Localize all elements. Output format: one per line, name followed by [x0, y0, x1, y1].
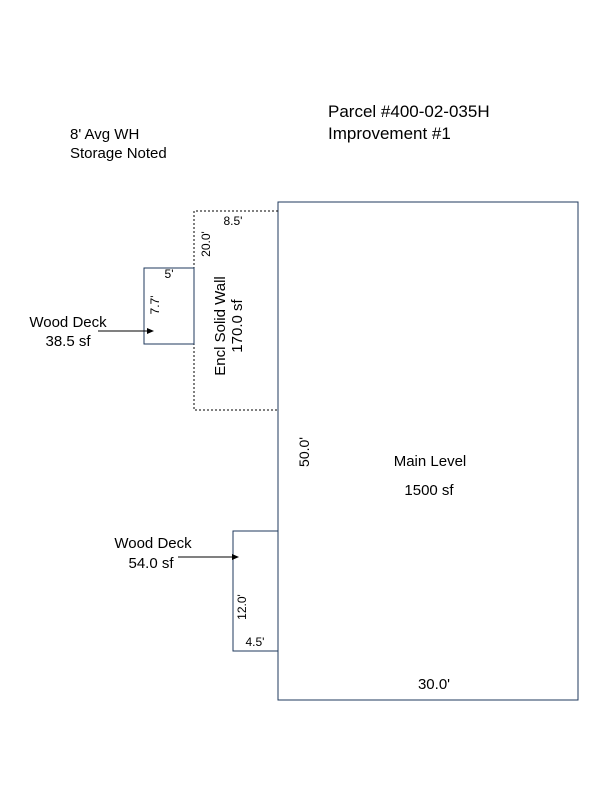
main-level-outline — [277, 201, 579, 701]
note-storage: Storage Noted — [70, 145, 167, 162]
main-level-area: 1500 sf — [404, 482, 454, 499]
upper-deck-outline — [143, 267, 195, 345]
lower-deck-pointer-arrowhead — [232, 554, 239, 560]
main-level-height-dimension: 50.0' — [296, 437, 312, 467]
enclosed-wall-width-dimension: 8.5' — [224, 214, 243, 228]
upper-deck-name: Wood Deck — [29, 314, 107, 331]
lower-deck-width-dimension: 4.5' — [246, 635, 265, 649]
parcel-number: Parcel #400-02-035H — [328, 102, 490, 121]
enclosed-wall-name: Encl Solid Wall — [212, 276, 229, 375]
note-wall-height: 8' Avg WH — [70, 126, 139, 143]
enclosed-wall-height-dimension: 20.0' — [199, 231, 213, 257]
enclosed-wall-area: 170.0 sf — [229, 298, 246, 352]
upper-deck-area: 38.5 sf — [45, 333, 91, 350]
main-level-name: Main Level — [394, 453, 467, 470]
upper-deck-pointer-arrowhead — [147, 328, 154, 334]
upper-deck-width-dimension: 5' — [165, 267, 174, 281]
upper-deck-height-dimension: 7.7' — [148, 296, 162, 315]
enclosed-wall-outline — [193, 210, 278, 411]
lower-deck-outline — [232, 530, 279, 652]
lower-deck-name: Wood Deck — [114, 535, 192, 552]
lower-deck-height-dimension: 12.0' — [235, 594, 249, 620]
main-level-width-dimension: 30.0' — [418, 676, 450, 693]
lower-deck-area: 54.0 sf — [128, 555, 174, 572]
improvement-number: Improvement #1 — [328, 124, 451, 143]
